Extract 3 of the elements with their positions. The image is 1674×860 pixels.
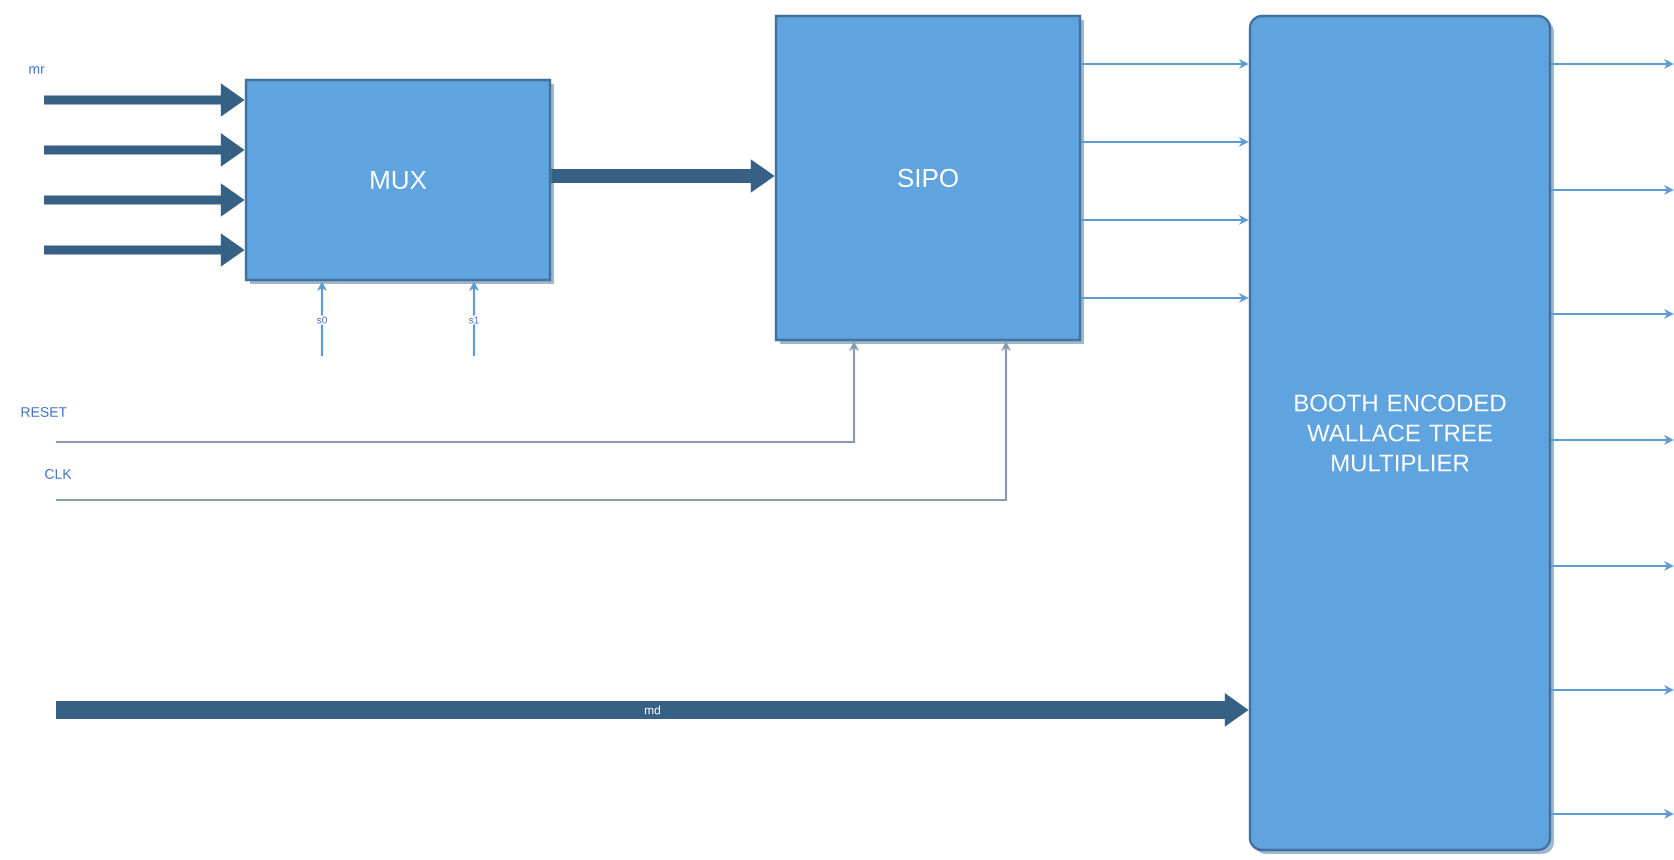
block-box: MUX	[244, 78, 554, 284]
block-box: SIPO	[774, 14, 1084, 344]
block-box: BOOTH ENCODED WALLACE TREE MULTIPLIER	[1248, 14, 1554, 854]
